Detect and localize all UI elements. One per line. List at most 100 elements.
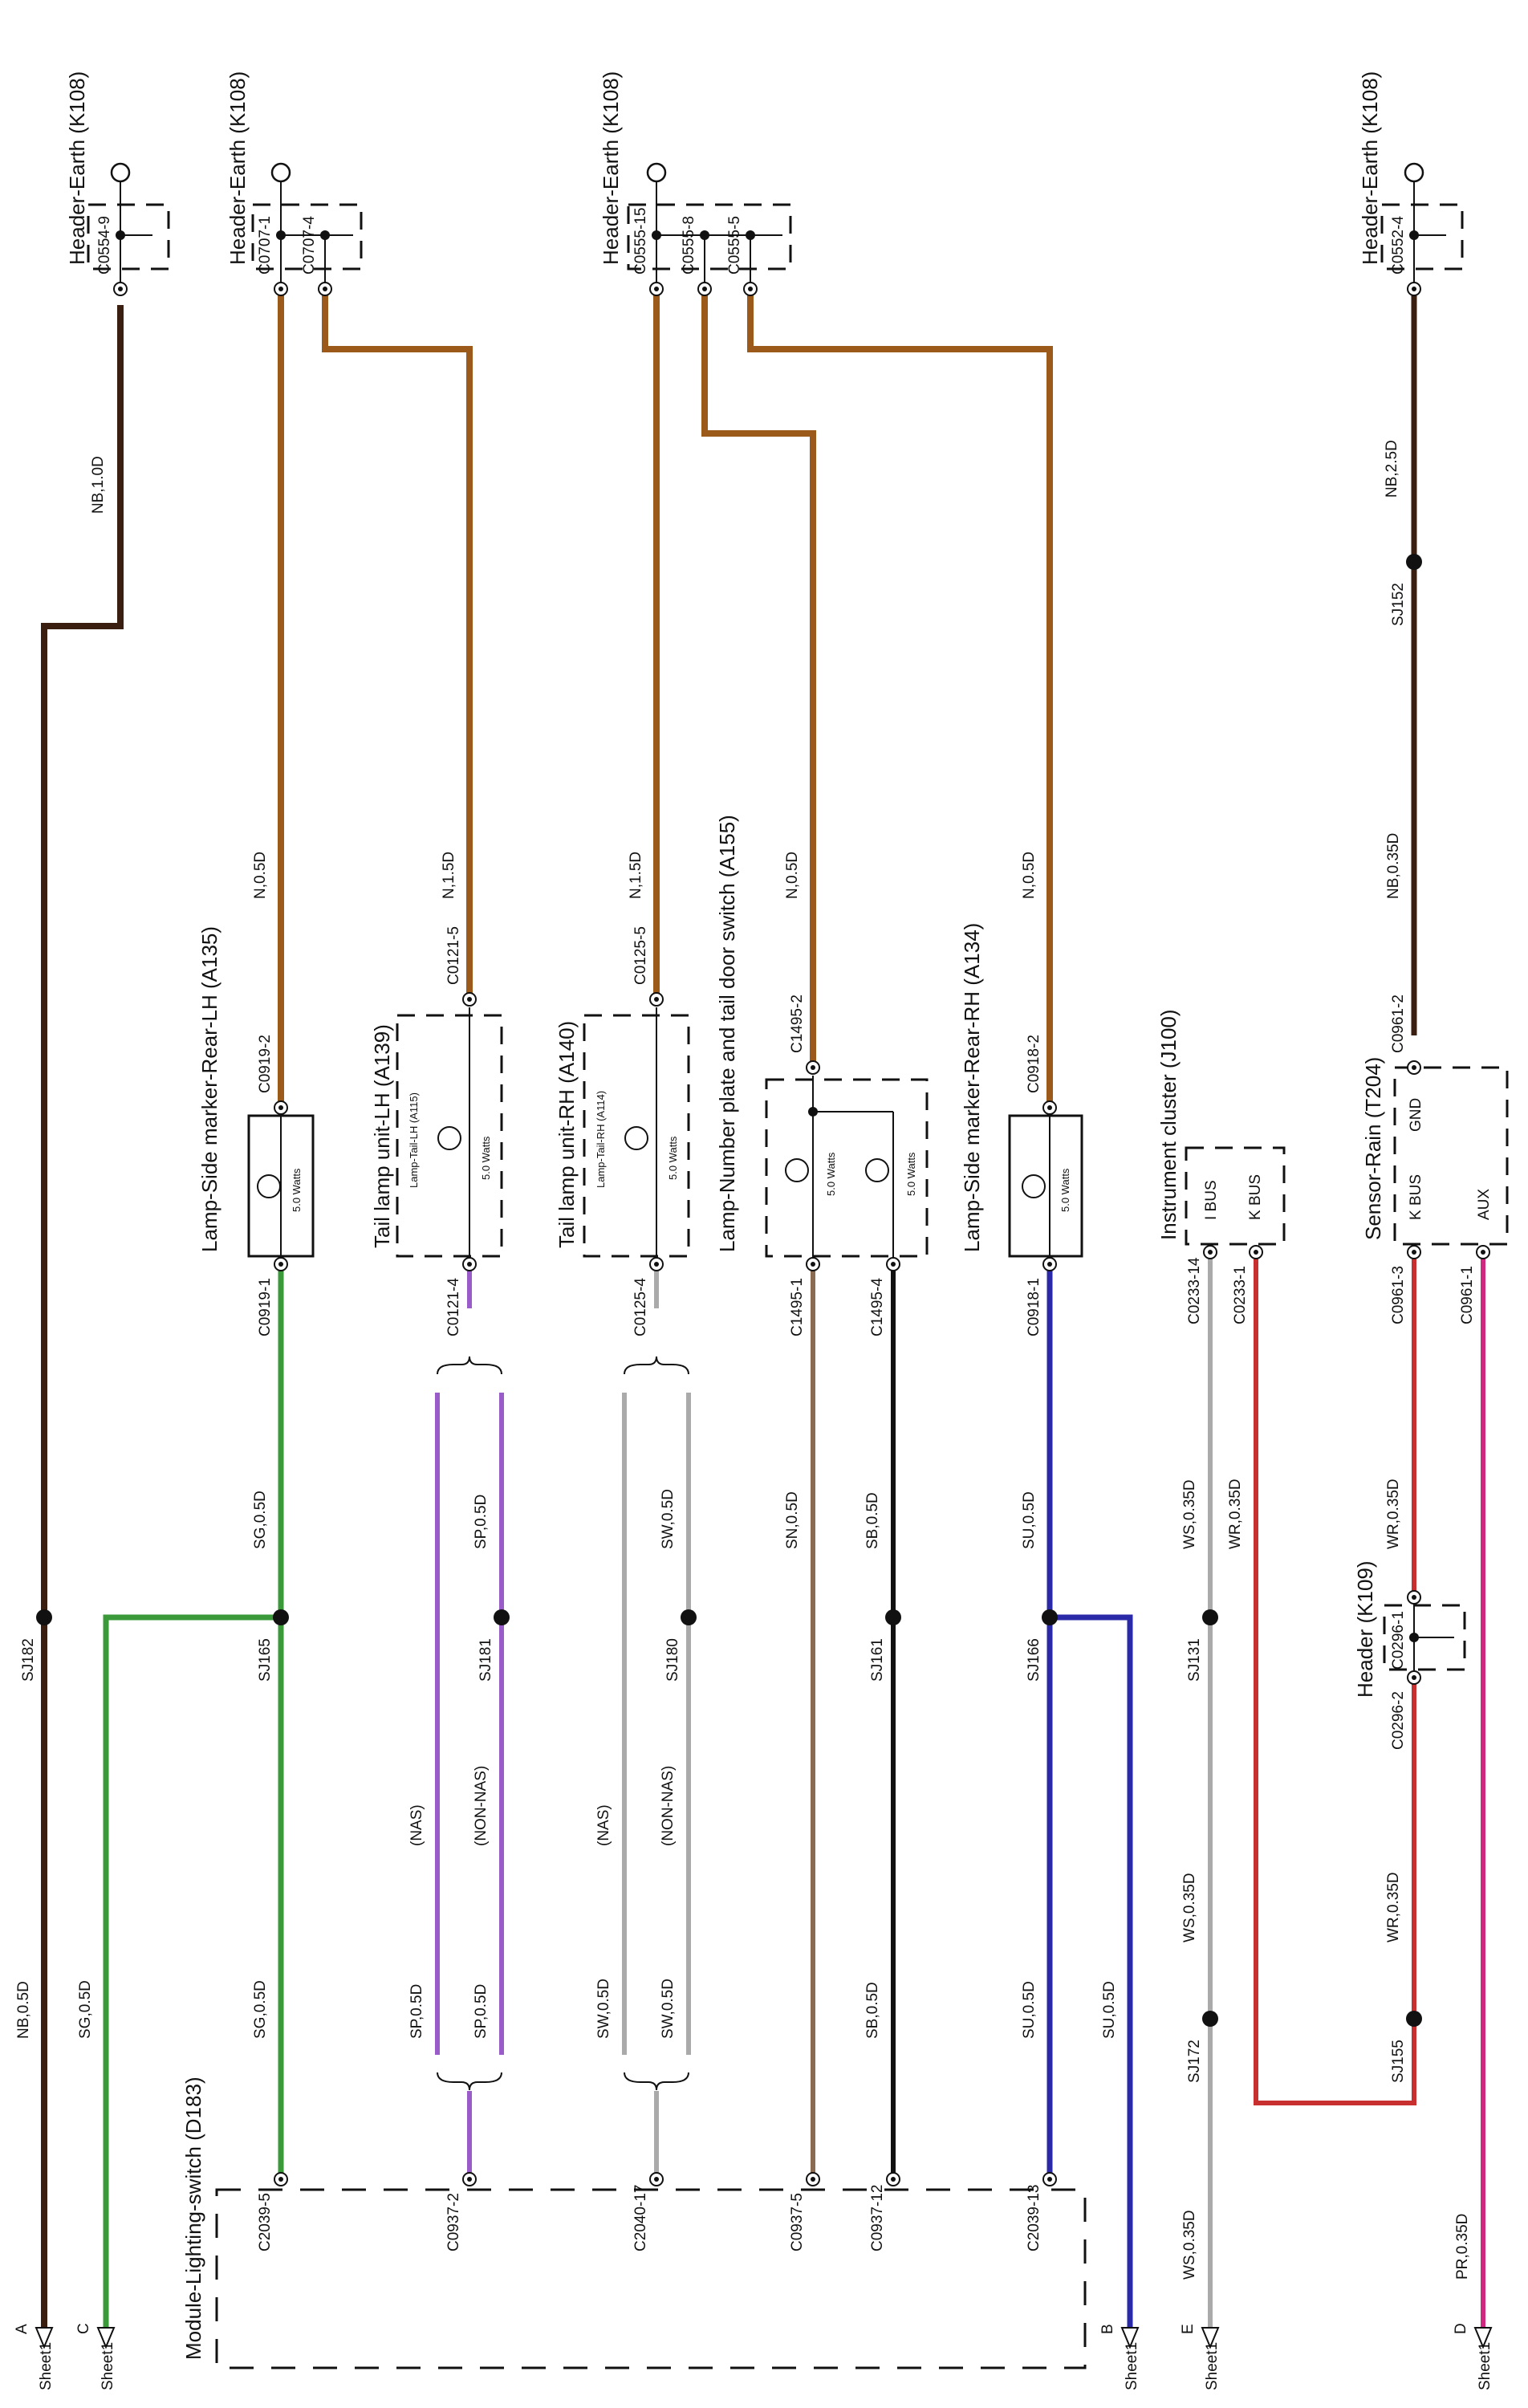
wire-label: WR,0.35D — [1227, 1479, 1244, 1549]
header-earth-3-title: Header-Earth (K108) — [599, 71, 623, 265]
wire-label: SB,0.5D — [864, 1982, 881, 2039]
connector-label: C0918-2 — [1026, 1035, 1042, 1093]
tail-lamp-unit-lh: Lamp-Tail-LH (A115) 5.0 Watts Tail lamp … — [370, 1007, 503, 1264]
wire-label: SG,0.5D — [252, 1491, 269, 1549]
lamp-number-plate-rating-1: 5.0 Watts — [825, 1152, 837, 1196]
connector-label: C0125-4 — [632, 1278, 649, 1336]
wire-a-nb — [41, 305, 124, 2328]
lamp-side-marker-rear-rh-title: Lamp-Side marker-Rear-RH (A134) — [960, 923, 984, 1252]
connector-label: C0918-1 — [1026, 1278, 1042, 1336]
wire-label: SU,0.5D — [1021, 1491, 1038, 1549]
connector-c0919-1: C0919-1 — [257, 1257, 288, 1336]
wire-label: SP,0.5D — [473, 1495, 490, 1549]
splice-label: SJ181 — [478, 1638, 494, 1682]
sensor-rain-pin-aux: AUX — [1476, 1189, 1493, 1220]
header-earth-2-title: Header-Earth (K108) — [226, 71, 250, 265]
splice-label: SJ131 — [1186, 1638, 1203, 1682]
connector-c2040-17: C2040-17 — [632, 2172, 664, 2251]
wire-label: WR,0.35D — [1385, 1872, 1402, 1942]
wire-n-c0555-5 — [747, 289, 1053, 1108]
splice-label: SJ172 — [1186, 2040, 1203, 2083]
splice-sj165: SJ165 — [257, 1609, 289, 1682]
connector-c0296-2: C0296-2 — [1390, 1670, 1421, 1750]
tail-lamp-unit-rh-title: Tail lamp unit-RH (A140) — [555, 1021, 579, 1248]
wire-label: WS,0.35D — [1181, 2210, 1198, 2280]
connector-c0919-2: C0919-2 — [257, 1035, 288, 1115]
tail-lamp-unit-rh-rating: 5.0 Watts — [667, 1136, 679, 1180]
wire-c-sg — [103, 1614, 281, 2328]
connector-label: C0961-2 — [1390, 995, 1407, 1053]
splice-sj181: SJ181 — [478, 1609, 510, 1682]
wire-label: SW,0.5D — [660, 1979, 677, 2039]
connector-c0296-1: C0296-1 — [1390, 1590, 1421, 1670]
connector-label: C1495-1 — [789, 1278, 806, 1336]
connector-c2039-13: C2039-13 — [1026, 2172, 1057, 2251]
connector-c1495-1: C1495-1 — [789, 1257, 820, 1336]
wire-label: N,1.5D — [441, 852, 457, 899]
sensor-rain-pin-gnd: GND — [1408, 1098, 1424, 1132]
connector-c0555-15: C0555-15 — [632, 208, 664, 296]
splice-sj155: SJ155 — [1390, 2011, 1422, 2083]
module-lighting-switch: Module-Lighting-switch (D183) — [181, 2076, 1087, 2369]
wire-label: SU,0.5D — [1021, 1981, 1038, 2039]
connector-label: C0121-5 — [445, 926, 462, 985]
splice-label: SJ161 — [869, 1638, 886, 1682]
connector-c0937-12: C0937-12 — [869, 2172, 900, 2251]
variant-label: (NAS) — [408, 1804, 425, 1846]
connector-c0552-4: C0552-4 — [1390, 216, 1421, 296]
connector-label: C0555-15 — [632, 208, 649, 275]
wire-label: SP,0.5D — [408, 1984, 425, 2039]
wire-label: N,1.5D — [628, 852, 644, 899]
wire-su-b — [1050, 1614, 1133, 2328]
wire-label: SB,0.5D — [864, 1492, 881, 1549]
wire-label: NB,1.0D — [90, 456, 107, 514]
connector-label: C0961-3 — [1390, 1266, 1407, 1324]
lamp-side-marker-rear-rh-rating: 5.0 Watts — [1059, 1168, 1071, 1212]
connector-label: C0125-5 — [632, 926, 649, 985]
instrument-cluster: I BUS K BUS Instrument cluster (J100) — [1156, 1009, 1286, 1246]
connector-c0961-2: C0961-2 — [1390, 995, 1421, 1075]
wire-label: WS,0.35D — [1181, 1873, 1198, 1942]
header-earth-1-title: Header-Earth (K108) — [65, 71, 89, 265]
connector-label: C2039-13 — [1026, 2185, 1042, 2251]
connector-label: C0554-9 — [96, 216, 113, 275]
wire-label: SP,0.5D — [473, 1984, 490, 2039]
connector-c0555-8: C0555-8 — [681, 216, 712, 296]
header-earth-2: Header-Earth (K108) — [226, 71, 363, 289]
offpage-sheet: Sheet1 — [100, 2342, 116, 2390]
splice-sj182: SJ182 — [20, 1609, 52, 1682]
splice-label: SJ182 — [20, 1638, 37, 1682]
lamp-side-marker-rear-rh: 5.0 Watts Lamp-Side marker-Rear-RH (A134… — [960, 923, 1083, 1258]
connector-c0121-5: C0121-5 — [445, 926, 477, 1007]
lamp-number-plate-title: Lamp-Number plate and tail door switch (… — [715, 815, 739, 1252]
connector-c0937-2: C0937-2 — [445, 2172, 477, 2251]
tail-lamp-unit-rh-inner: Lamp-Tail-RH (A114) — [595, 1091, 607, 1188]
sensor-rain: GND K BUS AUX Sensor-Rain (T204) — [1361, 1057, 1509, 1246]
connector-c1495-4: C1495-4 — [869, 1257, 900, 1336]
connector-c0554-9: C0554-9 — [96, 216, 128, 296]
wire-label: NB,2.5D — [1384, 440, 1400, 498]
wire-n-c0555-8 — [701, 289, 816, 1068]
connector-label: C0937-2 — [445, 2193, 462, 2251]
connector-c0125-5: C0125-5 — [632, 926, 664, 1007]
connector-c0937-5: C0937-5 — [789, 2172, 820, 2251]
connector-c0707-1: C0707-1 — [257, 216, 288, 296]
wire-label: N,0.5D — [252, 852, 269, 899]
lamp-side-marker-rear-lh-rating: 5.0 Watts — [291, 1168, 303, 1212]
header-earth-1: Header-Earth (K108) — [65, 71, 170, 289]
variant-braces — [437, 1356, 689, 2091]
variant-label: (NON-NAS) — [660, 1766, 677, 1846]
wire-label: SW,0.5D — [660, 1489, 677, 1549]
wire-label: WS,0.35D — [1181, 1479, 1198, 1549]
offpage-letter: D — [1453, 2323, 1469, 2334]
wire-label: SG,0.5D — [77, 1980, 94, 2039]
variant-label: (NAS) — [595, 1804, 612, 1846]
connector-c0233-14: C0233-14 — [1186, 1245, 1217, 1324]
variant-labels: (NAS)(NON-NAS)(NAS)(NON-NAS) — [408, 1766, 677, 1846]
